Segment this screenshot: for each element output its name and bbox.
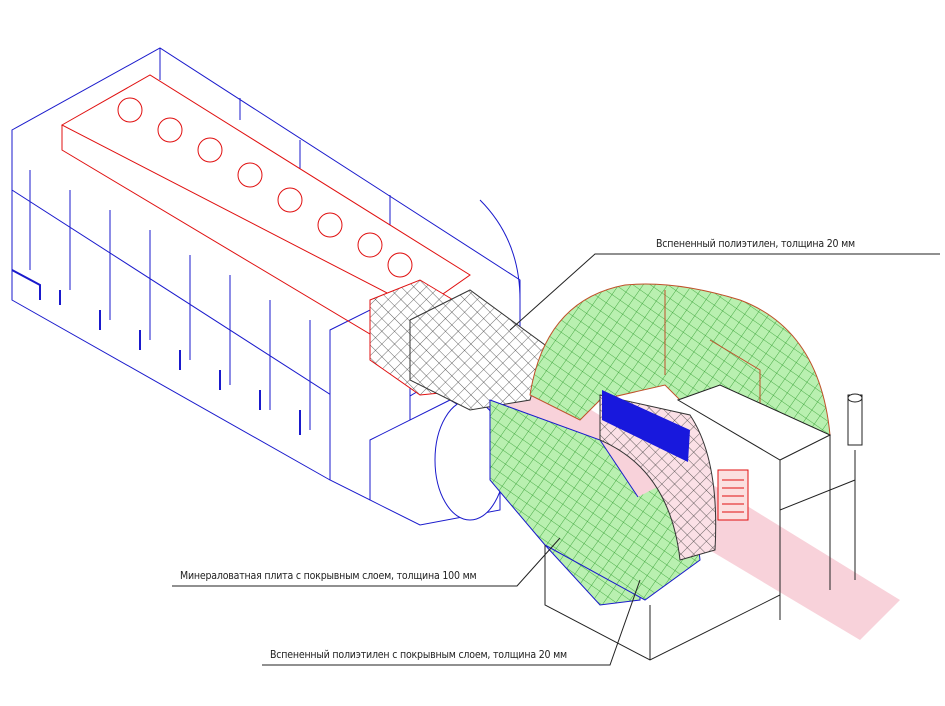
mesh-duct: [409, 289, 546, 411]
label-foamed-polyethylene: Вспененный полиэтилен, толщина 20 мм: [656, 238, 855, 250]
right-cabinet: [544, 384, 863, 661]
label-mineral-wool-plate: Минераловатная плита с покрывным слоем, …: [180, 570, 477, 582]
blue-plate: [602, 390, 690, 462]
label-foamed-polyethylene-coated: Вспененный полиэтилен с покрывным слоем,…: [270, 649, 567, 661]
leader-lines: [172, 253, 940, 666]
